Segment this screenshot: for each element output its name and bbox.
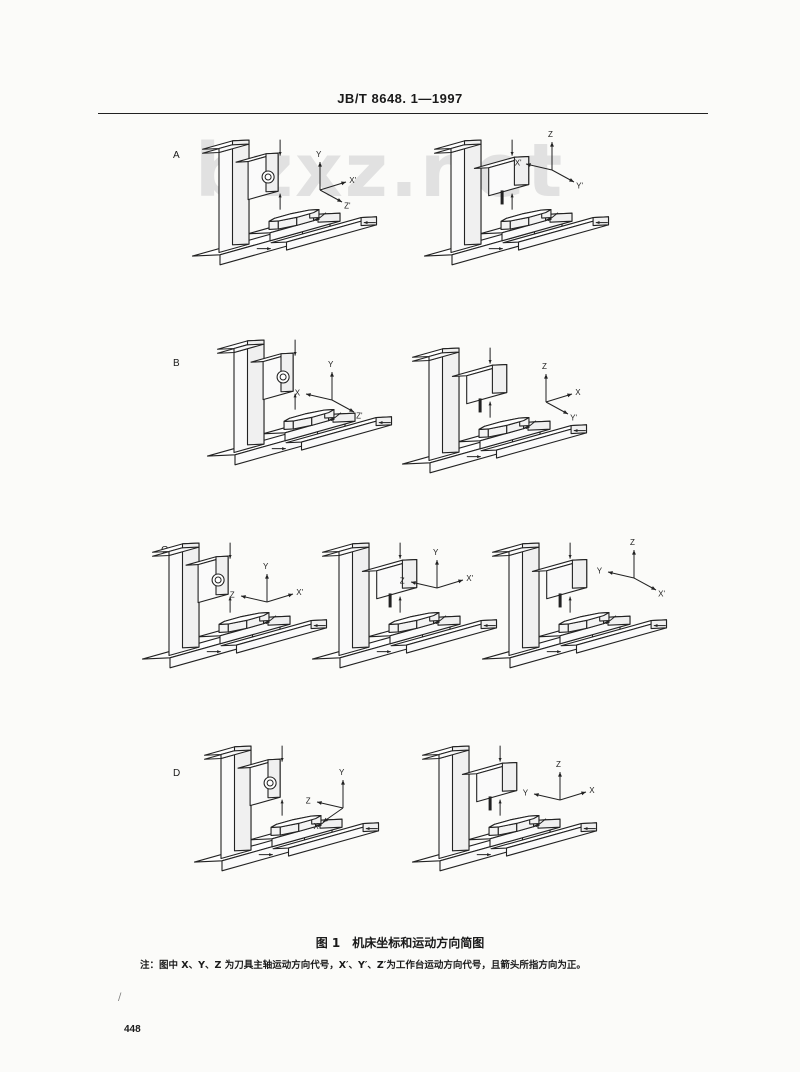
axis-triad: Z Y X' <box>400 548 474 589</box>
diagram-a-1: Y X' Z' <box>191 139 378 266</box>
axis-triad: Z X' Y' <box>515 130 584 190</box>
diagram-b-1: Y X Z' <box>206 339 393 466</box>
row-label-b: B <box>173 358 180 369</box>
diagram-b-2: Z X Y' <box>401 347 588 474</box>
axis-label: Z' <box>344 201 351 210</box>
axis-label: Y <box>433 548 439 557</box>
axis-label: Z <box>556 760 561 769</box>
header-rule <box>98 113 708 114</box>
diagram-d-1: Z Y X <box>193 745 380 872</box>
page-header: JB/T 8648. 1—1997 <box>337 91 463 106</box>
axis-label: X' <box>466 574 473 583</box>
row-label-a: A <box>173 150 180 161</box>
axis-label: X' <box>515 158 522 167</box>
row-label-d: D <box>173 768 181 779</box>
diagram-c-3: Y X' Z <box>481 538 668 669</box>
axis-label: Y <box>523 788 529 797</box>
axis-triad: Z X Y' <box>542 362 581 422</box>
axis-label: X <box>575 388 581 397</box>
scan-mark: / <box>118 992 122 1003</box>
axis-triad: Y X' Z' <box>316 150 357 210</box>
diagram-a-2: Z X' Y' <box>423 130 610 266</box>
axis-label: Z <box>306 796 311 805</box>
axis-label: Y <box>263 562 269 571</box>
figure-note: 注：图中 X、Y、Z 为刀具主轴运动方向代号，X′、Y′、Z′为工作台运动方向代… <box>140 960 586 971</box>
axis-label: Y <box>328 360 334 369</box>
axis-label: X' <box>658 589 665 598</box>
figure-caption: 图 1 机床坐标和运动方向简图 <box>315 936 485 950</box>
axis-label: X <box>295 388 301 397</box>
axis-label: X' <box>349 176 356 185</box>
axis-label: Z <box>548 130 553 139</box>
axis-label: Y' <box>570 413 577 422</box>
axis-label: Z <box>400 576 405 585</box>
axis-label: X <box>313 822 319 831</box>
axis-triad: Z Y X <box>306 768 345 831</box>
page-number: 448 <box>124 1024 141 1035</box>
axis-label: Y <box>597 566 603 575</box>
axis-label: Z <box>542 362 547 371</box>
axis-triad: Z Y X' <box>230 562 304 603</box>
axis-label: X <box>589 786 595 795</box>
diagram-c-1: Z Y X' <box>141 542 328 669</box>
axis-triad: Y Z X <box>523 760 595 801</box>
axis-label: Z <box>230 590 235 599</box>
axis-label: Y <box>339 768 345 777</box>
axis-label: Y <box>316 150 322 159</box>
axis-label: Z' <box>356 411 363 420</box>
diagram-c-2: Z Y X' <box>311 542 498 669</box>
diagram-d-2: Y Z X <box>411 745 598 872</box>
axis-label: Y' <box>576 181 583 190</box>
axis-triad: Y X' Z <box>597 538 666 598</box>
axis-label: X' <box>296 588 303 597</box>
axis-label: Z <box>630 538 635 547</box>
axis-triad: Y X Z' <box>295 360 363 420</box>
